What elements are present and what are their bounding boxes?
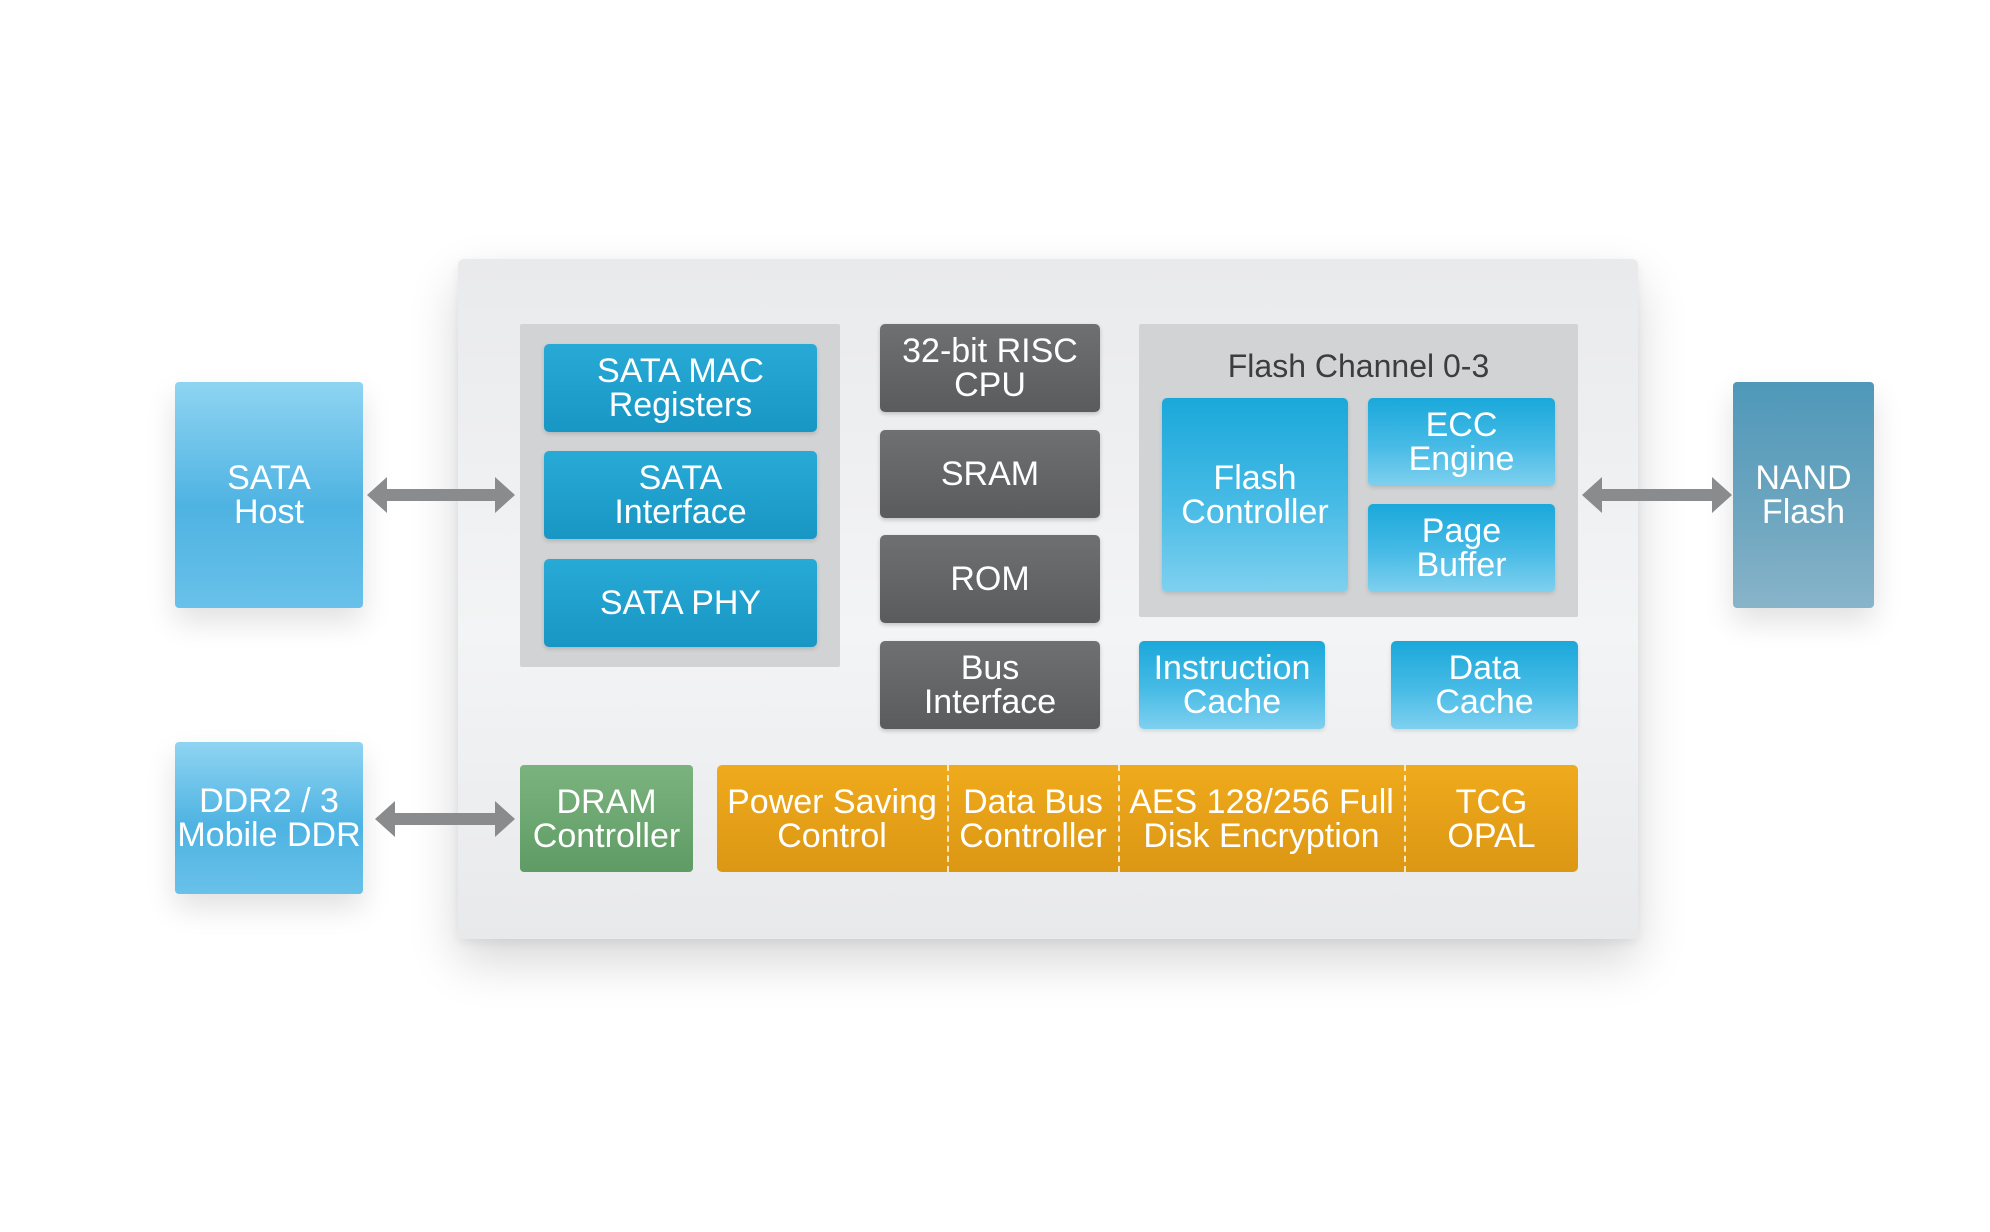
power-saving-segment: Power Saving Control (717, 765, 947, 872)
sram-block: SRAM (880, 430, 1100, 518)
segment-divider (1404, 765, 1406, 872)
feature-bar: Power Saving Control Data Bus Controller… (717, 765, 1578, 872)
sata-mac-registers-label: SATA MAC Registers (597, 352, 764, 424)
data-cache-label: Data Cache (1435, 649, 1534, 721)
segment-divider (947, 765, 949, 872)
aes-encryption-segment: AES 128/256 Full Disk Encryption (1119, 765, 1404, 872)
nand-flash-label: NAND Flash (1755, 459, 1852, 531)
dram-memory-block: DDR2 / 3 Mobile DDR (175, 742, 363, 894)
dram-arrow (375, 801, 515, 837)
instruction-cache-block: Instruction Cache (1139, 641, 1325, 729)
risc-cpu-block: 32-bit RISC CPU (880, 324, 1100, 412)
sata-host-block: SATA Host (175, 382, 363, 608)
data-bus-segment: Data Bus Controller (948, 765, 1118, 872)
sata-host-arrow (367, 477, 515, 513)
ecc-engine-block: ECC Engine (1368, 398, 1555, 486)
flash-channel-title: Flash Channel 0-3 (1227, 348, 1490, 384)
page-buffer-block: Page Buffer (1368, 504, 1555, 592)
nand-flash-arrow (1582, 477, 1732, 513)
tcg-opal-label: TCG OPAL (1447, 782, 1536, 855)
risc-cpu-label: 32-bit RISC CPU (902, 332, 1078, 404)
ecc-engine-label: ECC Engine (1408, 406, 1515, 478)
bus-interface-block: Bus Interface (880, 641, 1100, 729)
flash-controller-label: Flash Controller (1181, 459, 1329, 531)
segment-divider (1118, 765, 1120, 872)
sram-label: SRAM (940, 455, 1040, 493)
power-saving-label: Power Saving Control (727, 782, 937, 855)
page-buffer-label: Page Buffer (1416, 512, 1507, 584)
rom-label: ROM (950, 560, 1030, 598)
tcg-opal-segment: TCG OPAL (1405, 765, 1578, 872)
nand-flash-block: NAND Flash (1733, 382, 1874, 608)
instruction-cache-label: Instruction Cache (1153, 649, 1311, 721)
dram-controller-label: DRAM Controller (532, 782, 681, 855)
data-bus-label: Data Bus Controller (959, 782, 1107, 855)
bus-interface-label: Bus Interface (923, 649, 1057, 721)
sata-phy-label: SATA PHY (599, 584, 762, 622)
sata-phy-block: SATA PHY (544, 559, 817, 647)
sata-interface-label: SATA Interface (614, 459, 747, 531)
flash-controller-block: Flash Controller (1162, 398, 1348, 592)
rom-block: ROM (880, 535, 1100, 623)
dram-memory-label: DDR2 / 3 Mobile DDR (177, 782, 361, 854)
aes-encryption-label: AES 128/256 Full Disk Encryption (1129, 782, 1394, 855)
data-cache-block: Data Cache (1391, 641, 1578, 729)
sata-host-label: SATA Host (227, 459, 311, 531)
sata-interface-block: SATA Interface (544, 451, 817, 539)
sata-mac-registers-block: SATA MAC Registers (544, 344, 817, 432)
dram-controller-block: DRAM Controller (520, 765, 693, 872)
